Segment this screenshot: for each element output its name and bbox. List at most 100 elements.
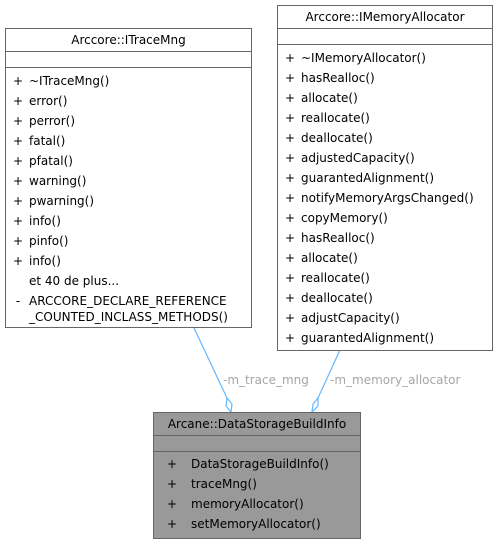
method-row[interactable]: + ~IMemoryAllocator()	[278, 48, 492, 68]
class-imemoryallocator[interactable]: Arccore::IMemoryAllocator + ~IMemoryAlloc…	[277, 5, 493, 351]
class-title: Arcane::DataStorageBuildInfo	[154, 413, 360, 436]
visibility-marker: +	[12, 214, 24, 228]
method-row[interactable]: + perror()	[6, 111, 251, 131]
method-row[interactable]: + copyMemory()	[278, 208, 492, 228]
method-row[interactable]: +reallocate()	[278, 268, 492, 288]
edge-trace-mng-diamond	[225, 396, 233, 414]
method-row[interactable]: +memoryAllocator()	[154, 494, 360, 514]
method-name: hasRealloc()	[301, 231, 375, 245]
method-row[interactable]: + guarantedAlignment()	[278, 168, 492, 188]
method-row[interactable]: + hasRealloc()	[278, 228, 492, 248]
method-row[interactable]: + warning()	[6, 171, 251, 191]
class-title: Arccore::IMemoryAllocator	[278, 6, 492, 29]
edge-memory-allocator-diamond	[311, 396, 319, 414]
method-row[interactable]: +adjustCapacity()	[278, 308, 492, 328]
visibility-marker: +	[12, 174, 24, 188]
macro-name: ARCCORE_DECLARE_REFERENCE _COUNTED_INCLAS…	[29, 293, 228, 325]
visibility-marker: +	[284, 331, 296, 345]
method-row[interactable]: +pinfo()	[6, 231, 251, 251]
visibility-marker: +	[284, 151, 296, 165]
method-name: fatal()	[29, 134, 66, 148]
class-datastoragebuildinfo[interactable]: Arcane::DataStorageBuildInfo + DataStorag…	[153, 412, 361, 539]
visibility-marker: +	[12, 114, 24, 128]
visibility-marker: +	[284, 271, 296, 285]
visibility-marker: +	[284, 211, 296, 225]
method-row[interactable]: +notifyMemoryArgsChanged()	[278, 188, 492, 208]
method-row[interactable]: + pwarning()	[6, 191, 251, 211]
visibility-marker: -	[15, 294, 21, 308]
method-row[interactable]: + adjustedCapacity()	[278, 148, 492, 168]
method-name: copyMemory()	[301, 211, 388, 225]
attributes-section	[6, 52, 251, 68]
edge-trace-mng	[193, 327, 228, 399]
visibility-marker: +	[12, 194, 24, 208]
visibility-marker: +	[166, 477, 178, 491]
visibility-marker: +	[284, 71, 296, 85]
edge-label-trace-mng: -m_trace_mng	[223, 373, 309, 387]
method-name: DataStorageBuildInfo()	[191, 457, 329, 471]
visibility-marker: +	[166, 457, 178, 471]
method-name: guarantedAlignment()	[301, 171, 435, 185]
method-row[interactable]: + error()	[6, 91, 251, 111]
visibility-marker: +	[284, 251, 296, 265]
method-name: deallocate()	[301, 131, 373, 145]
visibility-marker: +	[284, 171, 296, 185]
method-row[interactable]: +pfatal()	[6, 151, 251, 171]
visibility-marker: +	[284, 51, 296, 65]
visibility-marker: +	[12, 234, 24, 248]
class-title: Arccore::ITraceMng	[6, 29, 251, 52]
method-row[interactable]: + fatal()	[6, 131, 251, 151]
method-name: error()	[29, 94, 68, 108]
method-row[interactable]: + deallocate()	[278, 128, 492, 148]
method-name: allocate()	[301, 91, 358, 105]
visibility-marker: +	[12, 134, 24, 148]
method-row[interactable]: + deallocate()	[278, 288, 492, 308]
attributes-section	[278, 29, 492, 45]
visibility-marker: +	[12, 74, 24, 88]
method-name: memoryAllocator()	[191, 497, 304, 511]
method-name: pwarning()	[29, 194, 95, 208]
method-row[interactable]: + ~ITraceMng()	[6, 71, 251, 91]
method-row[interactable]: + reallocate()	[278, 108, 492, 128]
visibility-marker: +	[12, 94, 24, 108]
method-row[interactable]: + DataStorageBuildInfo()	[154, 454, 360, 474]
class-itracemng[interactable]: Arccore::ITraceMng +~ITraceMng() +error(…	[5, 28, 252, 328]
methods-section: + ~ITraceMng() + error() + perror() + fatal(…	[6, 68, 251, 327]
method-row[interactable]: + traceMng()	[154, 474, 360, 494]
method-name: hasRealloc()	[301, 71, 375, 85]
method-name: traceMng()	[191, 477, 257, 491]
visibility-marker: +	[284, 191, 296, 205]
method-name: ~ITraceMng()	[29, 74, 110, 88]
method-name: allocate()	[301, 251, 358, 265]
method-name: info()	[29, 254, 61, 268]
visibility-marker: +	[284, 231, 296, 245]
more-methods-row[interactable]: et 40 de plus...	[6, 271, 251, 291]
method-row[interactable]: +info()	[6, 211, 251, 231]
methods-section: + ~IMemoryAllocator() + hasRealloc() + allo…	[278, 45, 492, 348]
macro-row[interactable]: - ARCCORE_DECLARE_REFERENCE _COUNTED_INCL…	[6, 293, 251, 327]
method-row[interactable]: +setMemoryAllocator()	[154, 514, 360, 534]
method-name: reallocate()	[301, 111, 370, 125]
visibility-marker: +	[12, 254, 24, 268]
method-name: warning()	[29, 174, 87, 188]
attributes-section	[154, 436, 360, 452]
method-name: perror()	[29, 114, 76, 128]
visibility-marker: +	[284, 131, 296, 145]
visibility-marker: +	[284, 311, 296, 325]
macro-line-1: ARCCORE_DECLARE_REFERENCE	[29, 294, 227, 308]
method-name: pfatal()	[29, 154, 73, 168]
method-name: guarantedAlignment()	[301, 331, 435, 345]
method-row[interactable]: + allocate()	[278, 248, 492, 268]
macro-line-2: _COUNTED_INCLASS_METHODS()	[29, 310, 228, 324]
method-row[interactable]: +allocate()	[278, 88, 492, 108]
method-name: deallocate()	[301, 291, 373, 305]
visibility-marker: +	[284, 111, 296, 125]
method-name: adjustedCapacity()	[301, 151, 415, 165]
method-name: ~IMemoryAllocator()	[301, 51, 426, 65]
visibility-marker: +	[284, 291, 296, 305]
edge-label-memory-allocator: -m_memory_allocator	[330, 373, 461, 387]
method-row[interactable]: + hasRealloc()	[278, 68, 492, 88]
method-row[interactable]: + guarantedAlignment()	[278, 328, 492, 348]
visibility-marker: +	[166, 517, 178, 531]
method-row[interactable]: + info()	[6, 251, 251, 271]
